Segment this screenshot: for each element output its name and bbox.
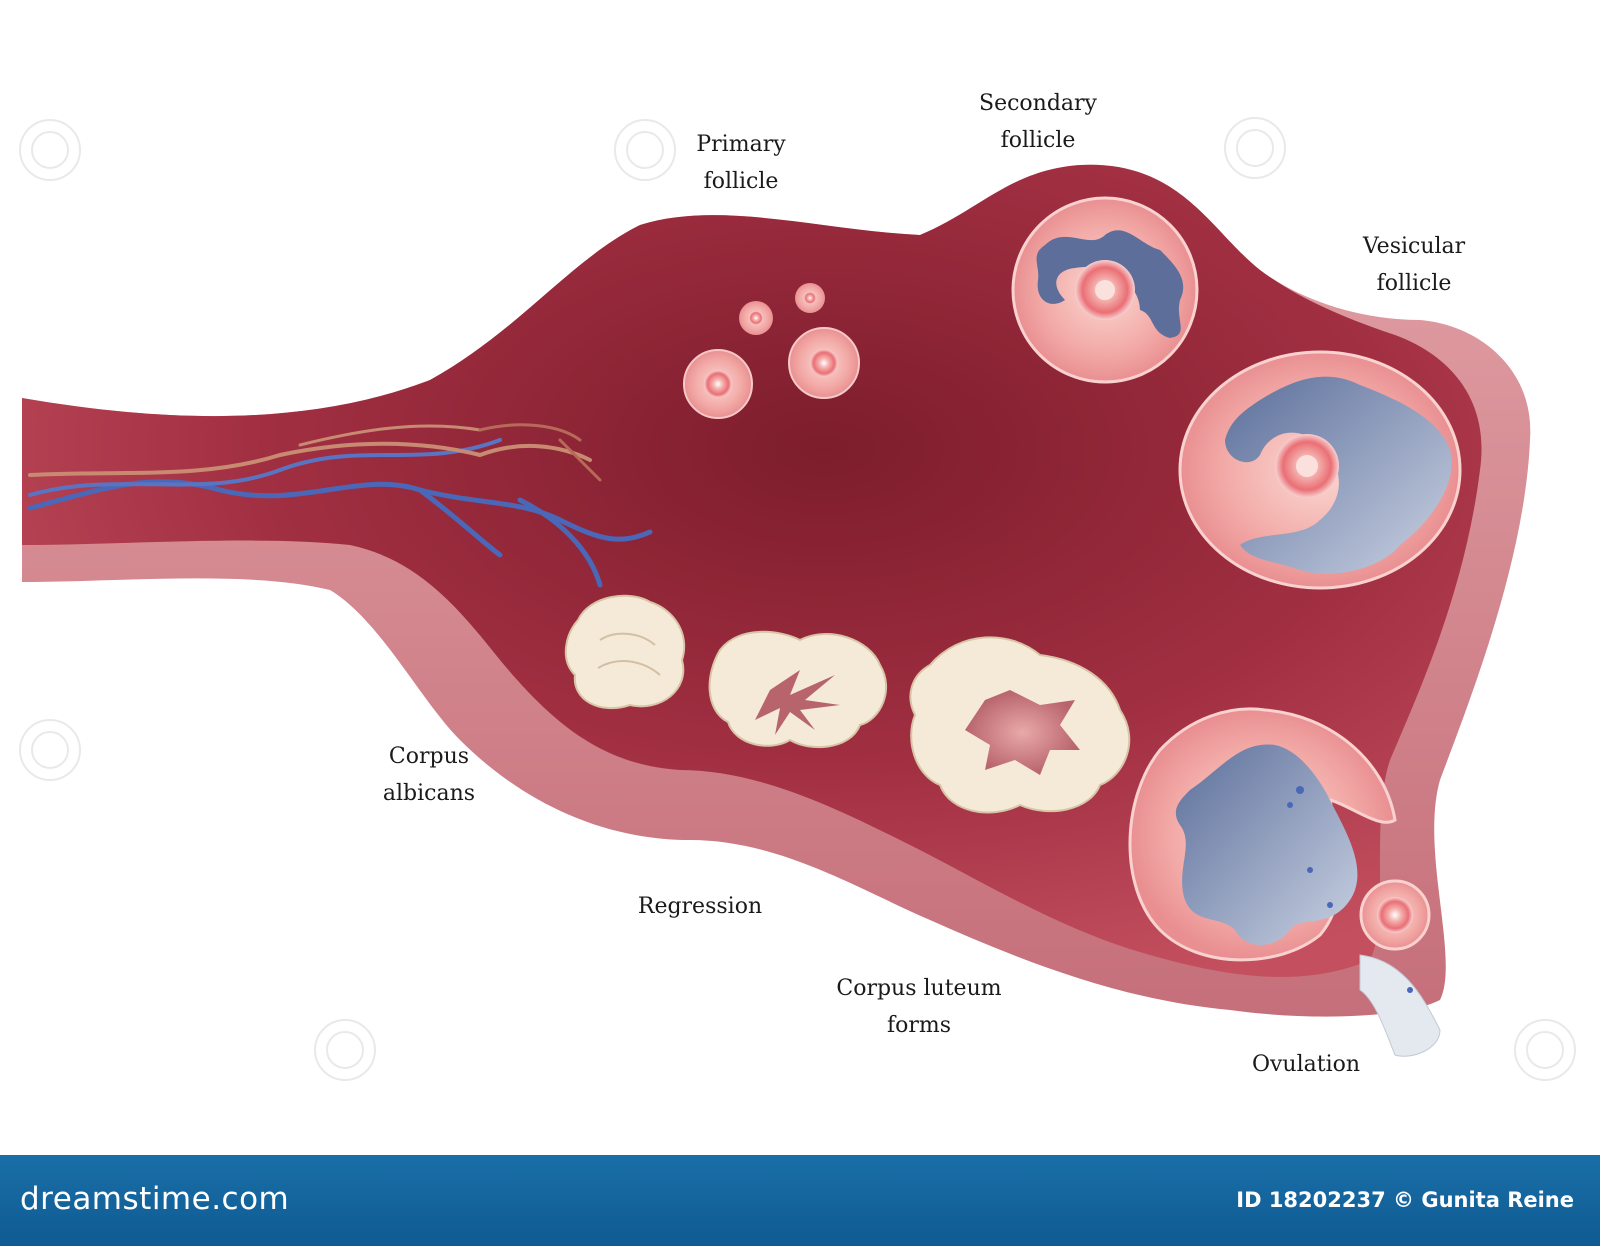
label-line: Ovulation (1251, 1052, 1361, 1077)
label-primary-follicle: Primary follicle (676, 126, 806, 200)
label-line: Primary (696, 132, 786, 157)
label-line: Corpus luteum (836, 976, 1002, 1001)
footer-bar: dreamstime.com ID 18202237 © Gunita Rein… (0, 1155, 1600, 1246)
label-corpus-albicans: Corpus albicans (374, 738, 484, 812)
vesicular-follicle (1178, 350, 1462, 590)
label-line: follicle (1000, 128, 1076, 153)
corpus-albicans (564, 594, 686, 710)
ovary-illustration (19, 117, 1576, 1081)
image-credit: ID 18202237 © Gunita Reine (1236, 1188, 1574, 1212)
label-ovulation: Ovulation (1236, 1046, 1376, 1083)
regression-body (708, 630, 888, 749)
label-line: Regression (637, 894, 763, 919)
label-line: Secondary (979, 91, 1097, 116)
site-name[interactable]: dreamstime.com (20, 1181, 290, 1217)
secondary-follicle (1011, 196, 1199, 384)
watermark-swirls (19, 117, 1576, 1081)
label-vesicular-follicle: Vesicular follicle (1340, 228, 1488, 302)
label-line: albicans (382, 781, 476, 806)
label-line: forms (886, 1013, 952, 1038)
ovulation-follicle (1128, 707, 1441, 1057)
corpus-luteum (909, 636, 1131, 814)
label-regression: Regression (626, 888, 774, 925)
primary-follicles (683, 283, 860, 419)
label-line: follicle (703, 169, 779, 194)
label-secondary-follicle: Secondary follicle (958, 85, 1118, 159)
blood-vessels (27, 423, 653, 588)
label-line: follicle (1376, 271, 1452, 296)
label-line: Corpus (388, 744, 470, 769)
label-line: Vesicular (1362, 234, 1466, 259)
diagram-canvas: Primary follicle Secondary follicle Vesi… (19, 85, 1576, 1083)
label-corpus-luteum: Corpus luteum forms (819, 970, 1019, 1044)
